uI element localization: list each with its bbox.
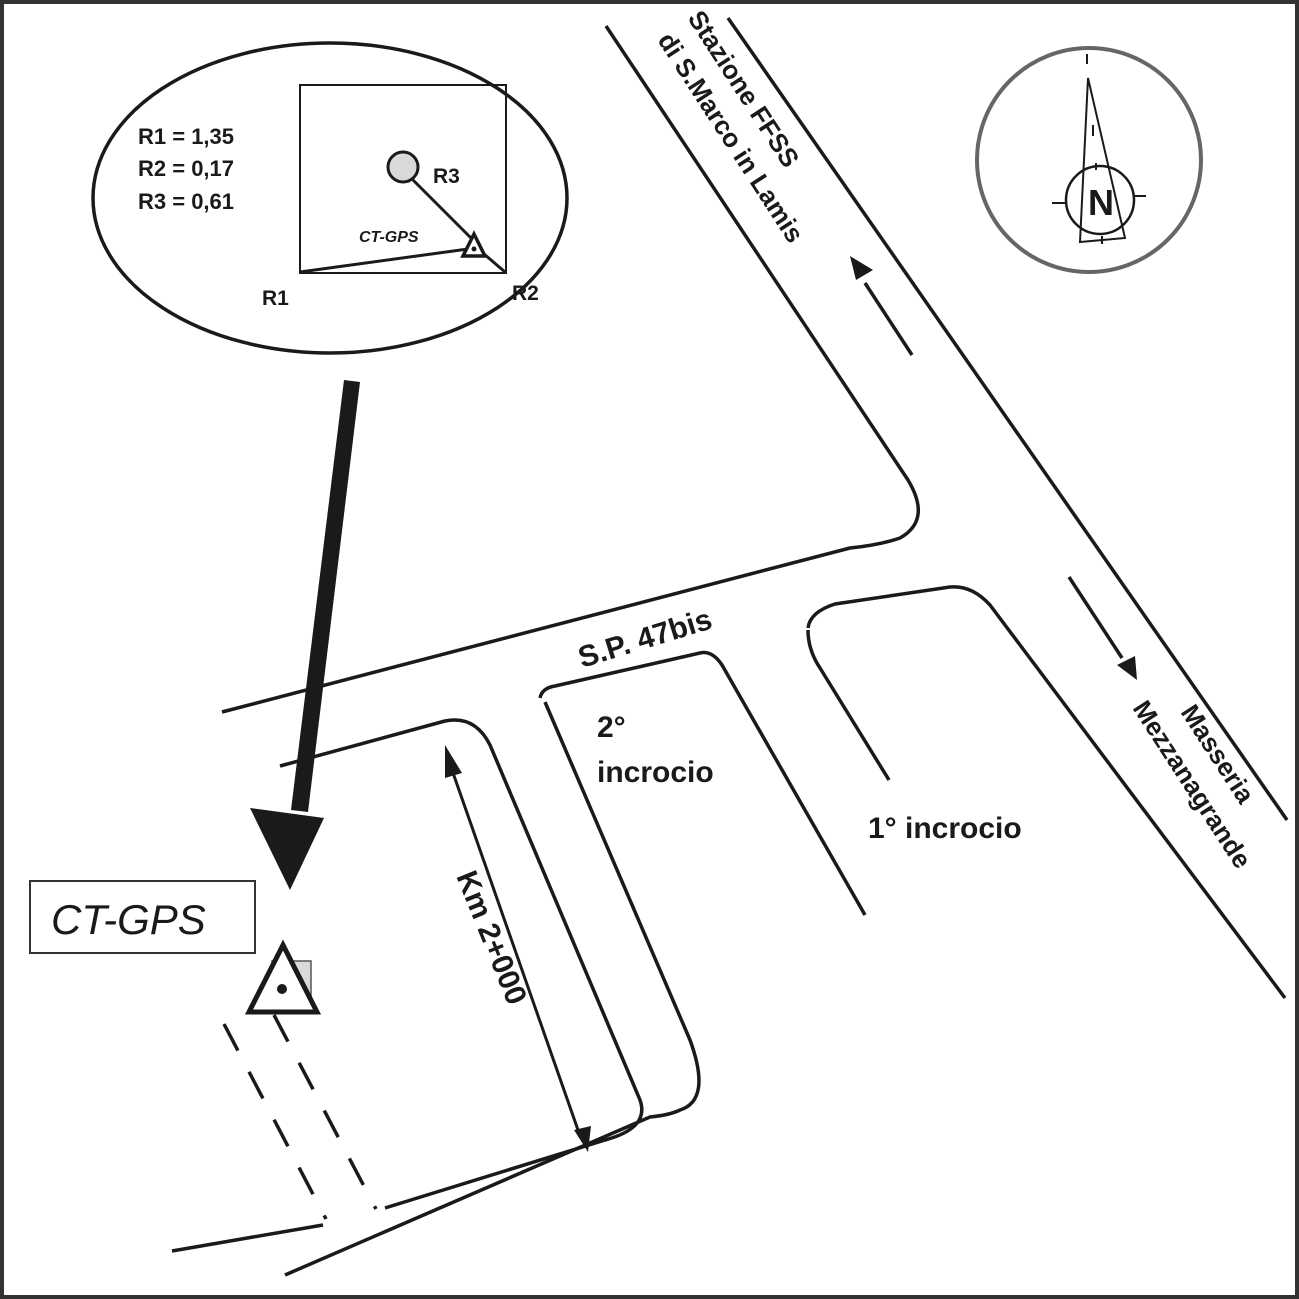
ct-gps-station: CT-GPS: [29, 880, 322, 1015]
inset-ellipse: [91, 41, 569, 355]
crossing1-road: [806, 629, 891, 781]
inset-label-r2: R2: [512, 282, 539, 305]
crossing2-road-left: [538, 650, 867, 916]
crossing2-label-line1: 2°: [597, 711, 626, 744]
inset-line-r1: [299, 247, 469, 274]
inset-label-r1: R1: [262, 287, 289, 310]
inset-station-triangle-icon: [460, 230, 488, 258]
inset-line-r2: [483, 252, 506, 274]
pointer-arrow-head-icon: [250, 808, 324, 890]
inset-square: [299, 84, 507, 274]
direction-arrow-station-shaft: [863, 282, 914, 356]
inset-value-r2: R2 = 0,17: [138, 156, 234, 181]
pointer-arrow-shaft: [291, 380, 360, 812]
station-label: CT-GPS: [51, 896, 206, 943]
station-center-dot: [277, 984, 287, 994]
crossing2-label-line2: incrocio: [597, 756, 714, 789]
km-arrow-down-icon: [574, 1126, 591, 1152]
direction-arrow-masseria-shaft: [1067, 576, 1124, 659]
sp-west-edge: [171, 1223, 324, 1253]
diagonal-road-left-edge-lower: [806, 585, 1287, 1000]
inset-station-dot: [471, 246, 477, 252]
direction-arrow-station-icon: [850, 256, 873, 280]
crossing1-label: 1° incrocio: [868, 812, 1022, 845]
side-road-dashed-right: [272, 1014, 378, 1210]
north-compass: N: [975, 46, 1203, 274]
compass-north-label: N: [1088, 182, 1114, 223]
station-label-box: [29, 880, 256, 954]
sp-outer-edge: [284, 701, 701, 1277]
inset-detail: R1 = 1,35 R2 = 0,17 R3 = 0,61 R3 R1 R2 C…: [91, 41, 569, 355]
inset-label-r3: R3: [433, 165, 460, 188]
sp-lower-edge-inner: [279, 718, 644, 1210]
diagonal-road-left-edge-upper: [221, 25, 921, 714]
pointer-arrow: [250, 380, 360, 890]
side-road-dashed-left: [222, 1023, 328, 1220]
compass-inner-circle: [1064, 164, 1136, 236]
inset-station-label: CT-GPS: [359, 229, 419, 246]
inset-line-r3: [410, 177, 479, 246]
km-distance-line: [450, 769, 580, 1131]
direction-arrow-masseria-icon: [1117, 656, 1137, 680]
inset-r3-marker: [386, 150, 420, 184]
inset-value-r3: R3 = 0,61: [138, 189, 234, 214]
station-triangle-icon: [244, 939, 322, 1015]
compass-ring: [975, 46, 1203, 274]
inset-value-r1: R1 = 1,35: [138, 124, 234, 149]
diagonal-road-right-edge: [726, 16, 1289, 822]
km-arrow-up-icon: [445, 745, 462, 778]
